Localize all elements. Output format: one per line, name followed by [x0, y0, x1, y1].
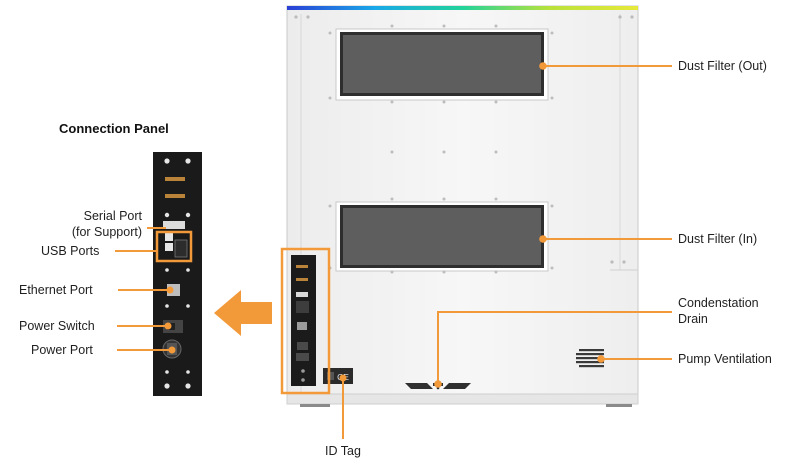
connection-panel-on-device	[291, 255, 316, 386]
connection-panel-enlarged	[153, 152, 202, 396]
condensation-drain-label-line2: Drain	[678, 312, 708, 326]
status-light-strip	[287, 6, 638, 10]
serial-port-label: Serial Port (for Support)	[16, 208, 142, 240]
panel-title: Connection Panel	[59, 121, 169, 136]
condensation-drain-label: Condenstation Drain	[678, 295, 759, 327]
power-switch-label: Power Switch	[19, 319, 95, 333]
pump-ventilation-label: Pump Ventilation	[678, 352, 772, 366]
power-port-label: Power Port	[31, 343, 93, 357]
connection-panel-highlight	[280, 247, 331, 395]
usb-ports-label: USB Ports	[41, 244, 100, 258]
serial-port-label-line1: Serial Port	[83, 209, 142, 223]
pump-ventilation-grille	[576, 349, 604, 368]
direction-arrow	[214, 290, 272, 336]
id-tag-label: ID Tag	[325, 444, 361, 458]
dust-filter-in-label: Dust Filter (In)	[678, 232, 758, 246]
id-tag: CE	[323, 368, 353, 384]
dust-filter-in	[335, 201, 549, 272]
condensation-drain-leader	[437, 311, 672, 384]
serial-port-label-line2: (for Support)	[71, 225, 142, 239]
condensation-drain-label-line1: Condenstation	[678, 296, 759, 310]
dust-filter-out	[335, 28, 549, 101]
ethernet-port-label: Ethernet Port	[19, 283, 93, 297]
usb-ports-highlight	[155, 230, 193, 263]
dust-filter-out-label: Dust Filter (Out)	[678, 59, 767, 73]
